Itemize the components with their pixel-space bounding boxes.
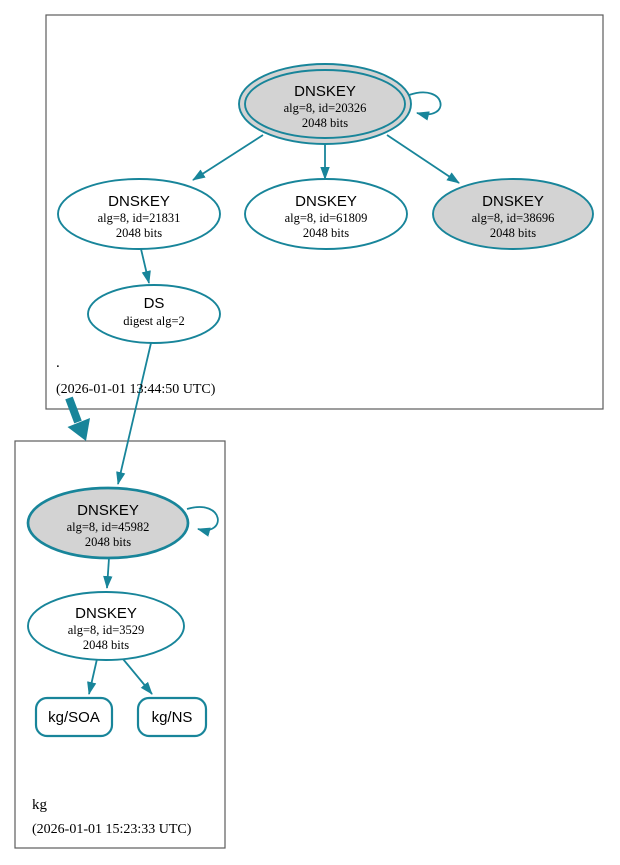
dnskey-45982-title: DNSKEY <box>77 502 139 519</box>
ds-detail1: digest alg=2 <box>123 314 185 328</box>
dnskey-20326-detail2: 2048 bits <box>302 116 348 130</box>
rrset-kg-soa-label: kg/SOA <box>48 709 100 726</box>
dnskey-38696-detail2: 2048 bits <box>490 226 536 240</box>
ds-title: DS <box>144 295 165 312</box>
node-dnskey-20326[interactable]: DNSKEY alg=8, id=20326 2048 bits <box>238 63 412 145</box>
dnskey-3529-ellipse[interactable] <box>27 591 185 661</box>
node-dnskey-3529[interactable]: DNSKEY alg=8, id=3529 2048 bits <box>27 591 185 661</box>
edge-dnskey-3529-to-ns <box>122 658 153 695</box>
edge-dnskey-20326-self-sign <box>408 91 442 121</box>
dnskey-45982-ellipse[interactable] <box>26 486 190 560</box>
dnskey-3529-detail2: 2048 bits <box>83 638 129 652</box>
node-rrset-kg-ns[interactable]: kg/NS <box>136 696 208 738</box>
edge-dnskey-20326-to-21831 <box>192 134 264 181</box>
dnskey-61809-detail2: 2048 bits <box>303 226 349 240</box>
node-ds-root[interactable]: DS digest alg=2 <box>87 284 221 344</box>
dnskey-20326-outer-ellipse[interactable] <box>238 63 412 145</box>
zone-kg-label: kg <box>32 797 48 813</box>
rrset-kg-ns-box[interactable] <box>136 696 208 738</box>
zone-root-cluster <box>45 14 604 410</box>
dnskey-38696-title: DNSKEY <box>482 193 544 210</box>
rrset-kg-ns-label: kg/NS <box>152 709 193 726</box>
node-dnskey-45982[interactable]: DNSKEY alg=8, id=45982 2048 bits <box>26 486 190 560</box>
dnskey-3529-detail1: alg=8, id=3529 <box>68 623 145 637</box>
zone-root-timestamp: (2026-01-01 13:44:50 UTC) <box>56 382 216 397</box>
edge-dnskey-3529-to-soa <box>87 658 98 695</box>
dnskey-61809-title: DNSKEY <box>295 193 357 210</box>
dnskey-21831-ellipse[interactable] <box>57 178 221 250</box>
edge-ds-to-dnskey-45982 <box>116 342 152 485</box>
dnskey-20326-title: DNSKEY <box>294 83 356 100</box>
dnskey-45982-detail1: alg=8, id=45982 <box>67 520 150 534</box>
zone-kg-cluster <box>14 440 226 849</box>
zone-delegation-arrowhead <box>67 418 90 441</box>
dnskey-21831-detail1: alg=8, id=21831 <box>98 211 181 225</box>
dnskey-38696-ellipse[interactable] <box>432 178 594 250</box>
edge-dnskey-20326-to-38696 <box>386 134 460 184</box>
dnskey-21831-detail2: 2048 bits <box>116 226 162 240</box>
zone-kg-timestamp: (2026-01-01 15:23:33 UTC) <box>32 822 192 837</box>
edge-dnskey-45982-to-3529 <box>103 557 113 589</box>
edge-dnskey-45982-self-sign <box>186 506 219 537</box>
dnskey-20326-inner-ellipse <box>244 69 406 139</box>
dnskey-61809-detail1: alg=8, id=61809 <box>285 211 368 225</box>
zone-delegation-arrow <box>65 396 82 424</box>
edge-dnskey-21831-to-ds <box>140 248 151 284</box>
dnskey-61809-ellipse[interactable] <box>244 178 408 250</box>
node-dnskey-21831[interactable]: DNSKEY alg=8, id=21831 2048 bits <box>57 178 221 250</box>
dnskey-3529-title: DNSKEY <box>75 605 137 622</box>
rrset-kg-soa-box[interactable] <box>34 696 114 738</box>
node-rrset-kg-soa[interactable]: kg/SOA <box>34 696 114 738</box>
dnskey-20326-detail1: alg=8, id=20326 <box>284 101 367 115</box>
ds-ellipse[interactable] <box>87 284 221 344</box>
dnskey-45982-detail2: 2048 bits <box>85 535 131 549</box>
dnskey-38696-detail1: alg=8, id=38696 <box>472 211 555 225</box>
node-dnskey-38696[interactable]: DNSKEY alg=8, id=38696 2048 bits <box>432 178 594 250</box>
node-dnskey-61809[interactable]: DNSKEY alg=8, id=61809 2048 bits <box>244 178 408 250</box>
dnskey-21831-title: DNSKEY <box>108 193 170 210</box>
zone-root-label: . <box>56 355 60 371</box>
